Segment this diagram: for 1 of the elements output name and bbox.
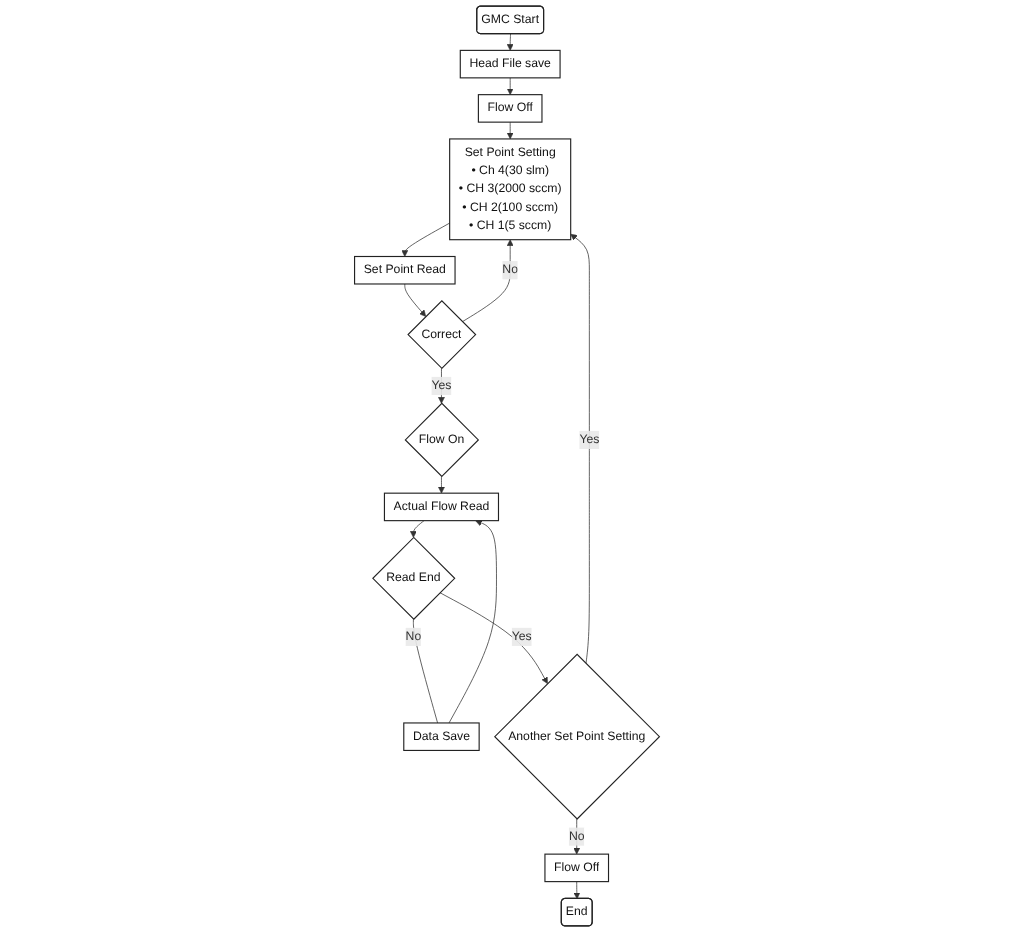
connector	[413, 618, 438, 724]
